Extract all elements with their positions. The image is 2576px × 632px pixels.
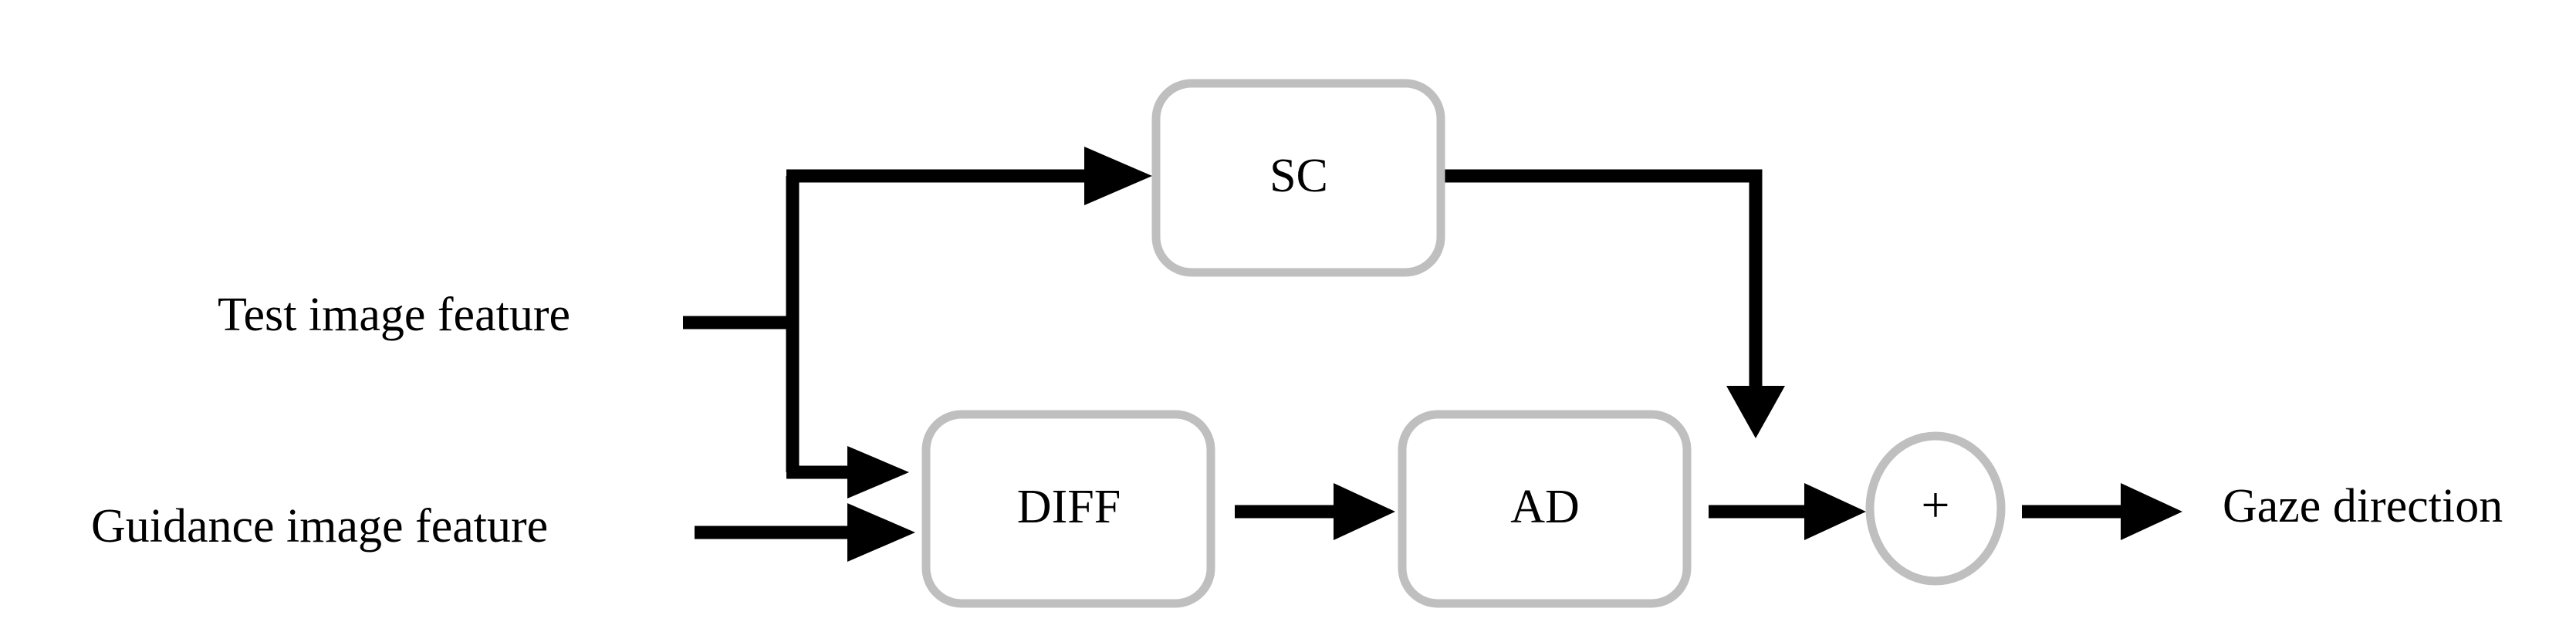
arrowhead-ad-to-sum xyxy=(1804,483,1866,540)
edge-sc-to-sum xyxy=(1445,169,1785,438)
input-label-test-image-feature: Test image feature xyxy=(218,289,570,341)
edge-ad-to-sum xyxy=(1709,483,1866,540)
node-ad-shape[interactable] xyxy=(1398,410,1692,608)
node-sc-label: SC xyxy=(1269,150,1328,202)
node-diff[interactable]: DIFF xyxy=(921,410,1215,608)
arrowhead-diff-to-ad xyxy=(1334,483,1395,540)
input-label-guidance-image-feature: Guidance image feature xyxy=(91,500,548,553)
edge-diff-to-ad xyxy=(1235,483,1395,540)
node-sum[interactable]: + xyxy=(1865,431,2006,586)
node-diff-shape[interactable] xyxy=(921,410,1215,608)
node-ad-label: AD xyxy=(1510,481,1580,533)
node-sc-shape[interactable] xyxy=(1151,79,1445,277)
node-sum-plus-label: + xyxy=(1921,477,1949,533)
arrowhead-sum-to-gaze xyxy=(2121,483,2182,540)
node-ad[interactable]: AD xyxy=(1398,410,1692,608)
node-sum-shape[interactable] xyxy=(1865,431,2006,586)
node-sc[interactable]: SC xyxy=(1151,79,1445,277)
arrowhead-branch-to-diff xyxy=(847,446,909,499)
edge-branch-to-sc xyxy=(786,147,1152,205)
edge-sum-to-gaze xyxy=(2022,483,2182,540)
output-label-gaze-direction: Gaze direction xyxy=(2223,480,2503,532)
edge-branch-to-diff xyxy=(786,446,909,499)
arrowhead-to-sc xyxy=(1084,147,1152,205)
node-diff-label: DIFF xyxy=(1017,481,1121,533)
edge-guidance-to-diff xyxy=(695,503,915,562)
arrowhead-guidance-to-diff xyxy=(847,503,915,562)
arrowhead-sc-to-sum xyxy=(1726,386,1785,438)
